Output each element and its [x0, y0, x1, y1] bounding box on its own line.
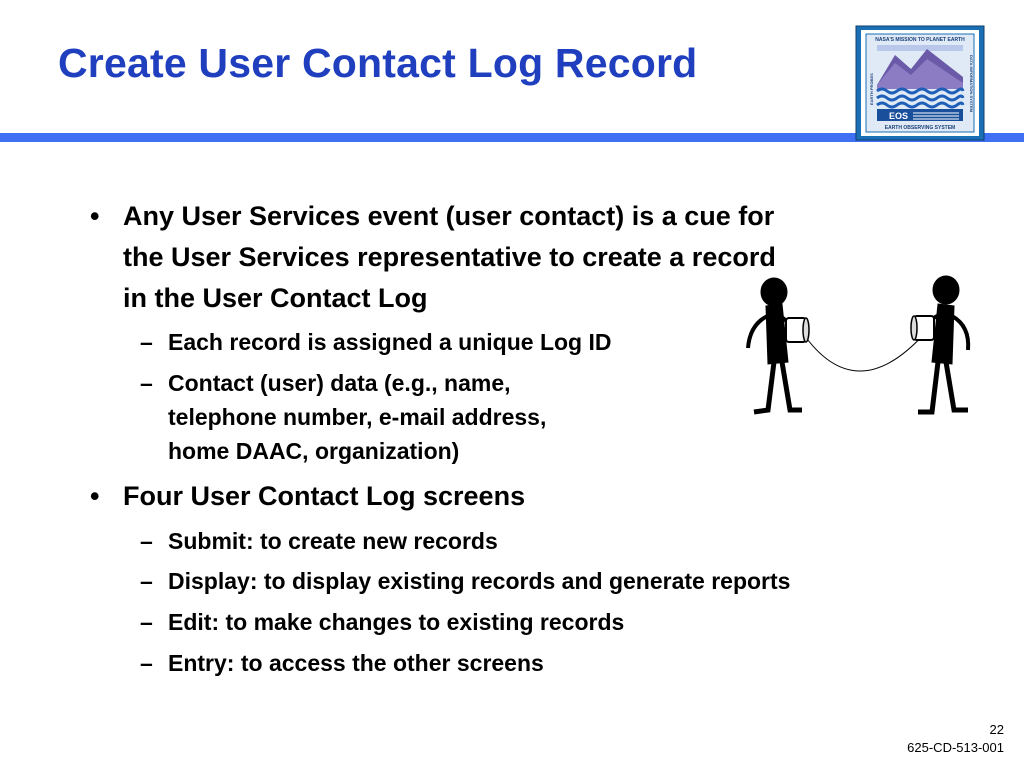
slide-title: Create User Contact Log Record: [58, 40, 698, 86]
sub-bullet-marker: –: [140, 568, 153, 594]
sub-bullet-text: Submit: to create new records: [168, 528, 498, 554]
right-can: [910, 315, 935, 341]
left-figure: [746, 277, 802, 415]
sub-bullet-text: Contact (user) data (e.g., name,: [168, 370, 511, 396]
page-number: 22: [989, 722, 1004, 737]
bullet-text-line: the User Services representative to crea…: [123, 242, 776, 272]
sub-bullet-marker: –: [140, 650, 153, 676]
bullet-marker: •: [90, 201, 100, 231]
logo-badge-text: EOS: [889, 111, 908, 121]
right-figure: [918, 275, 971, 415]
sub-bullet-marker: –: [140, 528, 153, 554]
logo-side-right-text: DATA INFORMATION SYSTEM: [969, 55, 974, 113]
sub-bullet-text: Display: to display existing records and…: [168, 568, 791, 594]
sub-bullet-text: telephone number, e-mail address,: [168, 404, 547, 430]
left-can: [785, 317, 810, 343]
bullet-text-line: Four User Contact Log screens: [123, 481, 526, 511]
title-divider: [0, 133, 1024, 142]
sub-bullet-text: Edit: to make changes to existing record…: [168, 609, 625, 635]
sub-bullet-marker: –: [140, 609, 153, 635]
bullet-marker: •: [90, 481, 100, 511]
sub-bullet-text: home DAAC, organization): [168, 438, 460, 464]
logo-top-text: NASA'S MISSION TO PLANET EARTH: [875, 37, 965, 43]
logo-bottom-text: EARTH OBSERVING SYSTEM: [885, 125, 955, 131]
logo-side-left-text: EARTH PROBES: [869, 73, 874, 105]
document-id: 625-CD-513-001: [907, 740, 1004, 755]
sub-bullet-marker: –: [140, 329, 153, 355]
sub-bullet-text: Entry: to access the other screens: [168, 650, 544, 676]
eos-logo: NASA'S MISSION TO PLANET EARTH EOS EARTH…: [855, 25, 985, 141]
bullet-text-line: in the User Contact Log: [123, 283, 428, 313]
bullet-text-line: Any User Services event (user contact) i…: [123, 201, 775, 231]
tin-can-telephone-clipart: [746, 275, 971, 415]
sub-bullet-text: Each record is assigned a unique Log ID: [168, 329, 612, 355]
sub-bullet-marker: –: [140, 370, 153, 396]
